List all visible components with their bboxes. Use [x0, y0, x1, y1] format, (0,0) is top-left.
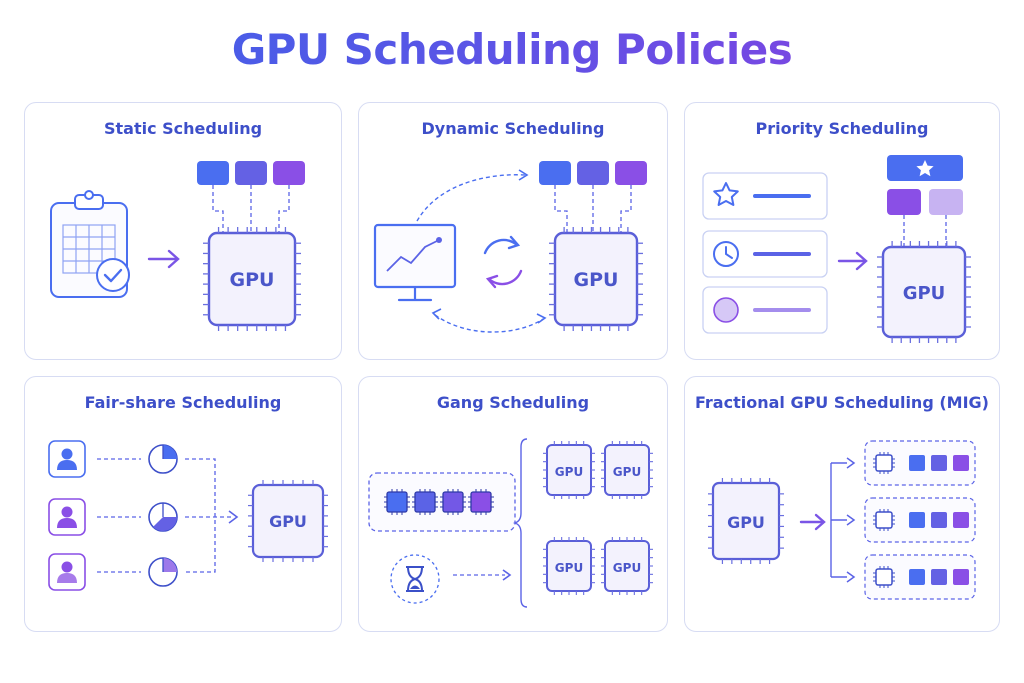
panel-title: Gang Scheduling	[436, 393, 590, 412]
mig-slice	[931, 455, 947, 471]
arrow-icon	[837, 251, 868, 271]
circle-icon	[713, 297, 739, 323]
chip-label: GPU	[555, 465, 583, 479]
chip-icon: GPU	[601, 441, 653, 499]
user-row	[48, 440, 178, 478]
mig-instance-row	[846, 497, 976, 543]
task-chip-icon	[468, 489, 494, 515]
panel-title: Fair-share Scheduling	[84, 393, 282, 412]
chip-icon	[873, 509, 895, 531]
queue-row-high	[702, 172, 828, 220]
chip-icon: GPU	[203, 227, 301, 331]
panel-dynamic-scheduling: Dynamic Scheduling	[358, 102, 668, 360]
mig-slice	[931, 569, 947, 585]
chip-icon: GPU	[601, 537, 653, 595]
task-chip-icon	[412, 489, 438, 515]
chip-icon	[873, 566, 895, 588]
dynamic-scheduling-diagram: GPU	[373, 161, 647, 333]
user-icon	[48, 498, 86, 536]
panel-title: Dynamic Scheduling	[421, 119, 605, 138]
chip-label: GPU	[574, 269, 619, 291]
hourglass-icon	[390, 554, 440, 604]
user-icon	[48, 440, 86, 478]
fair-share-scheduling-diagram: GPU	[48, 440, 328, 591]
queue-row-low	[702, 286, 828, 334]
arrow-icon	[799, 513, 826, 531]
task-block	[235, 161, 267, 185]
task-block	[929, 189, 963, 215]
pie-icon	[148, 557, 178, 587]
task-block	[197, 161, 229, 185]
task-block	[273, 161, 305, 185]
mig-slice	[909, 569, 925, 585]
task-chip-icon	[440, 489, 466, 515]
queue-row-medium	[702, 230, 828, 278]
task-block	[539, 161, 571, 185]
task-chip-icon	[384, 489, 410, 515]
panel-gang-scheduling: Gang Scheduling GPU GPU GPU GPU	[358, 376, 668, 632]
pie-icon	[148, 444, 178, 474]
star-icon	[916, 160, 934, 177]
panel-static-scheduling: Static Scheduling	[24, 102, 342, 360]
mig-slice	[953, 455, 969, 471]
task-block	[887, 189, 921, 215]
chip-label: GPU	[230, 269, 275, 291]
mig-slice	[931, 512, 947, 528]
pie-icon	[148, 502, 178, 532]
mig-slice	[909, 455, 925, 471]
priority-scheduling-diagram: GPU	[702, 155, 971, 343]
fractional-gpu-scheduling-diagram: GPU	[708, 440, 976, 600]
chip-label: GPU	[555, 561, 583, 575]
star-icon	[713, 182, 739, 206]
panel-title: Fractional GPU Scheduling (MIG)	[695, 393, 989, 412]
gang-scheduling-diagram: GPU GPU GPU GPU	[368, 438, 653, 608]
chip-icon: GPU	[248, 480, 328, 562]
chip-label: GPU	[903, 283, 946, 304]
mig-instance-row	[846, 440, 976, 486]
chip-icon: GPU	[543, 537, 595, 595]
panel-fair-share-scheduling: Fair-share Scheduling GPU	[24, 376, 342, 632]
chip-label: GPU	[613, 561, 641, 575]
mig-slice	[953, 512, 969, 528]
mig-slice	[953, 569, 969, 585]
chip-icon: GPU	[543, 441, 595, 499]
panel-priority-scheduling: Priority Scheduling	[684, 102, 1000, 360]
mig-slice	[909, 512, 925, 528]
user-row	[48, 553, 178, 591]
panel-title: Priority Scheduling	[755, 119, 929, 138]
user-icon	[48, 553, 86, 591]
clock-icon	[713, 241, 739, 267]
task-block	[577, 161, 609, 185]
chip-label: GPU	[727, 513, 765, 532]
check-icon	[96, 258, 130, 292]
chip-icon: GPU	[877, 241, 971, 343]
page-title: GPU Scheduling Policies	[0, 22, 1024, 78]
chip-label: GPU	[269, 512, 307, 531]
arrow-icon	[147, 249, 180, 269]
chip-icon	[873, 452, 895, 474]
chip-label: GPU	[613, 465, 641, 479]
monitor-chart-icon	[373, 223, 457, 302]
user-row	[48, 498, 178, 536]
mig-instance-row	[846, 554, 976, 600]
panel-fractional-gpu-scheduling: Fractional GPU Scheduling (MIG) GPU	[684, 376, 1000, 632]
chip-icon: GPU	[708, 478, 784, 564]
refresh-icon	[483, 235, 523, 289]
chip-icon: GPU	[549, 227, 643, 331]
task-block	[615, 161, 647, 185]
static-scheduling-diagram: GPU	[50, 161, 305, 331]
panel-title: Static Scheduling	[103, 119, 263, 138]
